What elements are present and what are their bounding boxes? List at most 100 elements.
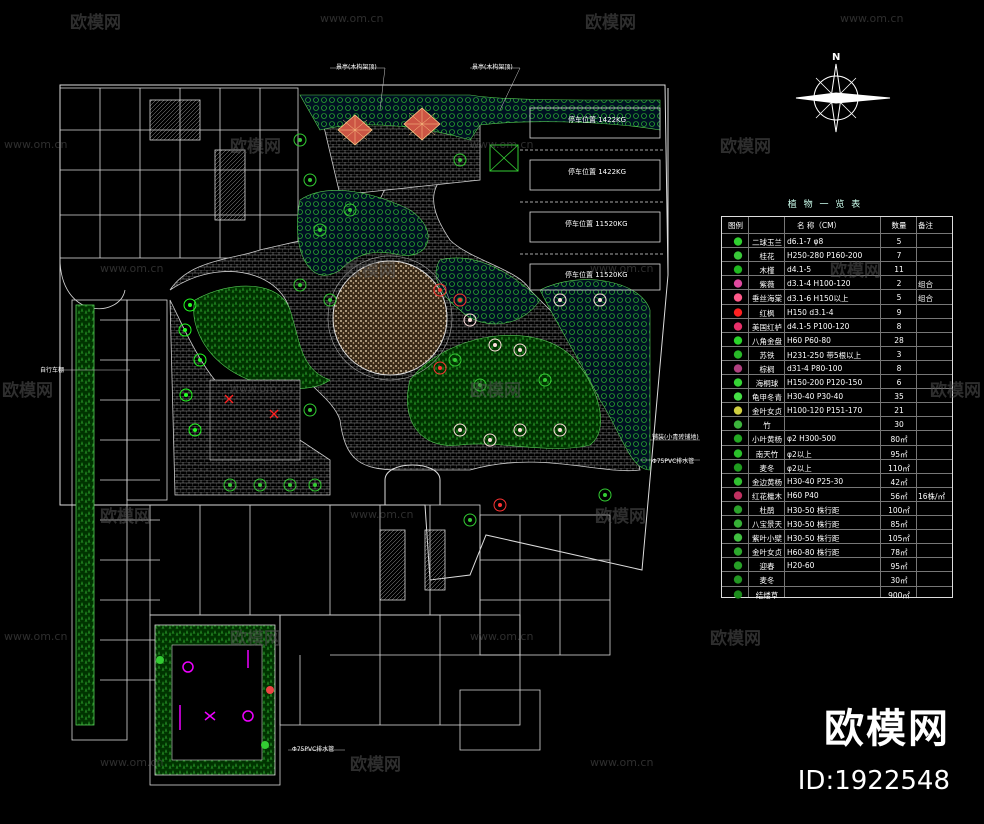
plant-name: 结缕草 <box>755 590 779 600</box>
tree-icon <box>513 423 527 437</box>
plant-quantity: 9 <box>896 307 902 317</box>
plant-name: 八角金盘 <box>752 336 782 346</box>
tree-icon <box>308 478 322 492</box>
plant-quantity: 28 <box>894 335 904 345</box>
south-building <box>149 504 611 786</box>
plant-spec: H60 P60-80 <box>787 335 831 345</box>
plant-quantity: 5 <box>896 293 902 303</box>
tree-icon <box>283 478 297 492</box>
tree-icon <box>598 488 612 502</box>
plant-quantity: 100㎡ <box>888 505 910 515</box>
plant-spec: H20-60 <box>787 561 815 571</box>
plant-spec: d6.1-7 φ8 <box>787 237 824 246</box>
tree-icon <box>483 433 497 447</box>
plant-quantity: 5 <box>896 237 902 246</box>
pavilions <box>337 107 519 172</box>
tree-icon <box>593 293 607 307</box>
plant-symbol-icon <box>728 251 748 261</box>
plant-symbol-icon <box>728 519 748 528</box>
tree-icon <box>303 403 317 417</box>
tree-icon <box>453 153 467 167</box>
tree-icon <box>453 423 467 437</box>
compass-icon <box>795 63 891 133</box>
plant-symbol-icon <box>728 349 748 359</box>
plant-spec: H150 d3.1-4 <box>787 307 834 317</box>
plant-symbol-icon <box>728 307 748 317</box>
plant-note: 16株/㎡ <box>918 491 946 501</box>
plant-quantity: 95㎡ <box>890 449 908 459</box>
plant-spec: d4.1-5 P100-120 <box>787 321 850 331</box>
tree-icon <box>473 378 487 392</box>
plant-name: 桂花 <box>759 252 775 262</box>
tree-icon <box>433 361 447 375</box>
plant-spec: H30-40 P30-40 <box>787 392 844 402</box>
plant-name: 杜鹃 <box>759 505 775 515</box>
parking-label: 停车位置 11520KG <box>565 271 628 279</box>
plant-name: 苏铁 <box>759 350 775 360</box>
plant-quantity: 85㎡ <box>890 520 908 529</box>
tree-icon <box>303 173 317 187</box>
parking-label: 停车位置 11520KG <box>565 220 628 228</box>
tree-icon <box>253 478 267 492</box>
plant-name: 紫薇 <box>759 280 775 290</box>
plant-spec: φ2以上 <box>787 463 812 473</box>
plant-spec: H30-50 株行距 <box>787 505 840 515</box>
plant-name: 南天竹 <box>755 449 779 459</box>
plant-symbol-icon <box>728 392 748 402</box>
plant-note: 组合 <box>918 294 933 304</box>
plant-spec: H30-50 株行距 <box>787 534 840 544</box>
plant-name: 二球玉兰 <box>752 238 782 247</box>
plant-symbol-icon <box>728 420 748 430</box>
plant-name: 竹 <box>763 421 771 431</box>
plant-symbol-icon <box>728 279 748 289</box>
tree-icon <box>343 203 357 217</box>
north-label: N <box>832 52 841 63</box>
legend-title: 植 物 一 览 表 <box>787 200 863 210</box>
plant-note: 组合 <box>918 280 933 290</box>
cad-annotation: 景亭(木构架顶) <box>472 64 513 71</box>
plant-symbol-icon <box>728 533 748 543</box>
cad-annotation: Φ75PVC排水管 <box>292 746 335 753</box>
plant-name: 紫叶小檗 <box>752 534 782 544</box>
plant-symbol-icon <box>728 448 748 458</box>
plant-symbol-icon <box>728 378 748 387</box>
model-id: ID:1922548 <box>797 766 950 796</box>
plant-quantity: 3 <box>896 349 902 359</box>
tree-icon <box>193 353 207 367</box>
plant-quantity: 110㎡ <box>888 463 910 473</box>
tree-icon <box>448 353 462 367</box>
plant-name: 小叶黄杨 <box>752 435 782 445</box>
plant-symbol-icon <box>728 589 748 599</box>
plant-symbol-icon <box>728 504 748 514</box>
legend-row: 杜鹃 H30-50 株行距 100㎡ <box>722 500 952 516</box>
cad-annotation: Φ75PVC排水管 <box>652 458 695 465</box>
plant-symbol-icon <box>728 476 748 486</box>
plant-name: 金边黄杨 <box>752 477 782 487</box>
brand-logo-text: 欧模网 <box>824 706 950 752</box>
plant-symbol-icon <box>728 462 748 472</box>
plant-name: 八宝景天 <box>752 520 782 529</box>
plant-symbol-icon <box>728 406 748 416</box>
plant-symbol-icon <box>728 335 748 345</box>
plant-spec: H250-280 P160-200 <box>787 251 863 261</box>
plant-quantity: 78㎡ <box>890 548 908 558</box>
